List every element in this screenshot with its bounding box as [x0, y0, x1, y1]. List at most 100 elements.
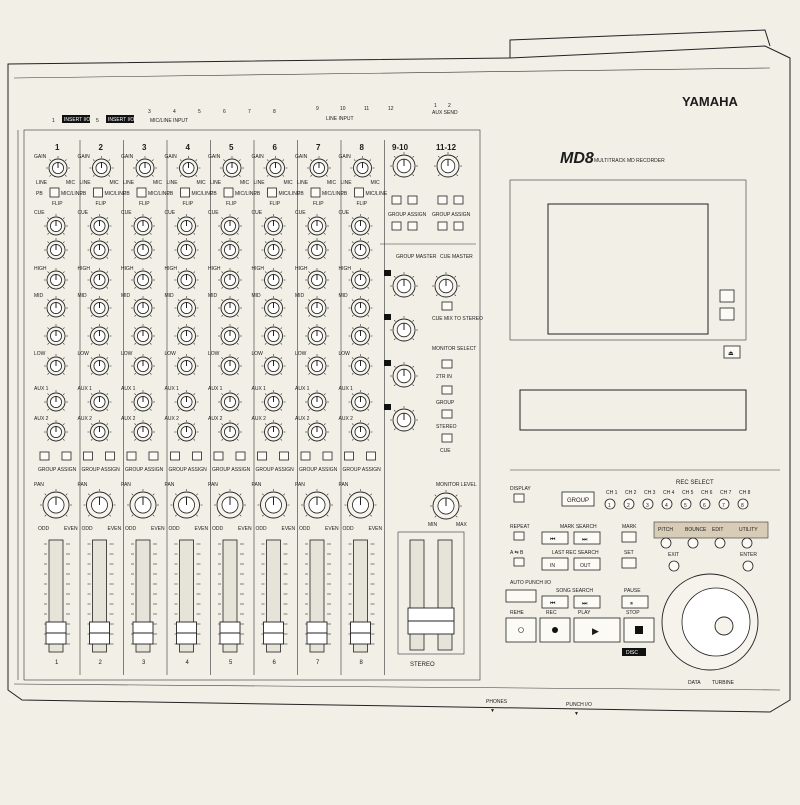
rec-select-ch-3-button[interactable]: [642, 498, 654, 510]
exit-button[interactable]: [668, 560, 680, 572]
eq-mid-freq-knob[interactable]: [305, 296, 329, 318]
ab-repeat-button[interactable]: [513, 557, 525, 567]
pitch-button[interactable]: [660, 537, 672, 549]
gain-knob[interactable]: [176, 156, 201, 178]
gain-knob[interactable]: [46, 156, 70, 178]
group-assign-button-b[interactable]: [322, 451, 333, 461]
ch1112-assign-a[interactable]: [437, 195, 448, 205]
pan-knob[interactable]: [257, 489, 290, 519]
eq-mid-gain-knob[interactable]: [174, 324, 199, 346]
group-button[interactable]: [561, 491, 595, 507]
group-assign-button-a[interactable]: [126, 451, 137, 461]
aux2-knob[interactable]: [87, 420, 112, 442]
flip-button[interactable]: [49, 187, 60, 198]
eq-low-knob[interactable]: [87, 354, 112, 376]
eq-high-knob[interactable]: [131, 268, 155, 290]
gain-knob[interactable]: [220, 156, 244, 178]
rec-select-ch-7-button[interactable]: [718, 498, 730, 510]
eq-mid-freq-knob[interactable]: [261, 296, 286, 318]
eq-high-knob[interactable]: [44, 268, 68, 290]
channel-fader-8[interactable]: [348, 539, 375, 653]
eject-button[interactable]: [723, 345, 741, 359]
cue-pan-knob[interactable]: [348, 238, 373, 260]
ch910-gain-knob[interactable]: [390, 152, 418, 178]
cue-knob[interactable]: [174, 214, 199, 236]
aux2-knob[interactable]: [348, 420, 373, 442]
cue-master-knob[interactable]: [432, 272, 460, 298]
eq-mid-gain-knob[interactable]: [261, 324, 286, 346]
aux2-knob[interactable]: [218, 420, 242, 442]
eq-high-knob[interactable]: [305, 268, 329, 290]
group-assign-button-a[interactable]: [83, 451, 93, 461]
rehearsal-button[interactable]: [505, 617, 537, 643]
aux2-knob[interactable]: [305, 420, 329, 442]
aux1-knob[interactable]: [44, 390, 68, 412]
rec-select-ch-5-button[interactable]: [680, 498, 692, 510]
group-assign-button-a[interactable]: [344, 451, 354, 461]
two-tr-in-button[interactable]: [441, 359, 453, 369]
pan-knob[interactable]: [214, 489, 246, 519]
eq-mid-freq-knob[interactable]: [87, 296, 112, 318]
group-assign-button-b[interactable]: [105, 451, 115, 461]
ch910-assign-c[interactable]: [391, 221, 402, 231]
song-search-fwd-button[interactable]: [573, 595, 601, 609]
last-rec-out-button[interactable]: [573, 557, 601, 571]
cue-knob[interactable]: [261, 214, 286, 236]
aux1-knob[interactable]: [348, 390, 373, 412]
song-search-back-button[interactable]: [541, 595, 569, 609]
channel-fader-1[interactable]: [44, 539, 70, 653]
cue-pan-knob[interactable]: [174, 238, 199, 260]
group-assign-button-a[interactable]: [170, 451, 180, 461]
gain-knob[interactable]: [307, 156, 331, 178]
edit-button[interactable]: [714, 537, 726, 549]
cue-pan-knob[interactable]: [261, 238, 286, 260]
eq-low-knob[interactable]: [305, 354, 329, 376]
mark-search-back-button[interactable]: [541, 531, 569, 545]
eq-high-knob[interactable]: [174, 268, 199, 290]
cue-knob[interactable]: [87, 214, 112, 236]
last-rec-in-button[interactable]: [541, 557, 569, 571]
flip-button[interactable]: [93, 187, 103, 198]
eq-low-knob[interactable]: [218, 354, 242, 376]
aux1-knob[interactable]: [131, 390, 155, 412]
ch1112-assign-d[interactable]: [453, 221, 464, 231]
pan-knob[interactable]: [170, 489, 203, 519]
cue-knob[interactable]: [218, 214, 242, 236]
eq-mid-freq-knob[interactable]: [44, 296, 68, 318]
rec-select-ch-2-button[interactable]: [623, 498, 635, 510]
data-wheel[interactable]: [661, 573, 759, 671]
channel-fader-3[interactable]: [131, 539, 157, 653]
flip-button[interactable]: [136, 187, 147, 198]
flip-button[interactable]: [354, 187, 364, 198]
cue-monitor-button[interactable]: [441, 433, 453, 443]
eq-high-knob[interactable]: [348, 268, 373, 290]
group-assign-button-a[interactable]: [39, 451, 50, 461]
monitor-level-knob[interactable]: [430, 490, 462, 520]
flip-button[interactable]: [180, 187, 190, 198]
eq-low-knob[interactable]: [174, 354, 199, 376]
channel-fader-4[interactable]: [174, 539, 201, 653]
eq-mid-gain-knob[interactable]: [87, 324, 112, 346]
ch910-assign-a[interactable]: [391, 195, 402, 205]
gain-knob[interactable]: [263, 156, 288, 178]
cue-pan-knob[interactable]: [305, 238, 329, 260]
aux2-knob[interactable]: [261, 420, 286, 442]
cue-knob[interactable]: [131, 214, 155, 236]
group-master-knob-3[interactable]: [390, 362, 418, 388]
pan-knob[interactable]: [344, 489, 377, 519]
cue-pan-knob[interactable]: [44, 238, 68, 260]
group-assign-button-b[interactable]: [366, 451, 376, 461]
flip-button[interactable]: [267, 187, 277, 198]
group-assign-button-b[interactable]: [148, 451, 159, 461]
group-master-knob-4[interactable]: [390, 406, 418, 432]
channel-fader-5[interactable]: [218, 539, 244, 653]
ch1112-assign-b[interactable]: [453, 195, 464, 205]
cue-knob[interactable]: [44, 214, 68, 236]
cue-mix-button[interactable]: [441, 301, 453, 311]
group-monitor-button[interactable]: [441, 385, 453, 395]
group-assign-button-b[interactable]: [61, 451, 72, 461]
mark-search-fwd-button[interactable]: [573, 531, 601, 545]
eq-low-knob[interactable]: [261, 354, 286, 376]
eq-mid-gain-knob[interactable]: [131, 324, 155, 346]
eq-mid-gain-knob[interactable]: [305, 324, 329, 346]
